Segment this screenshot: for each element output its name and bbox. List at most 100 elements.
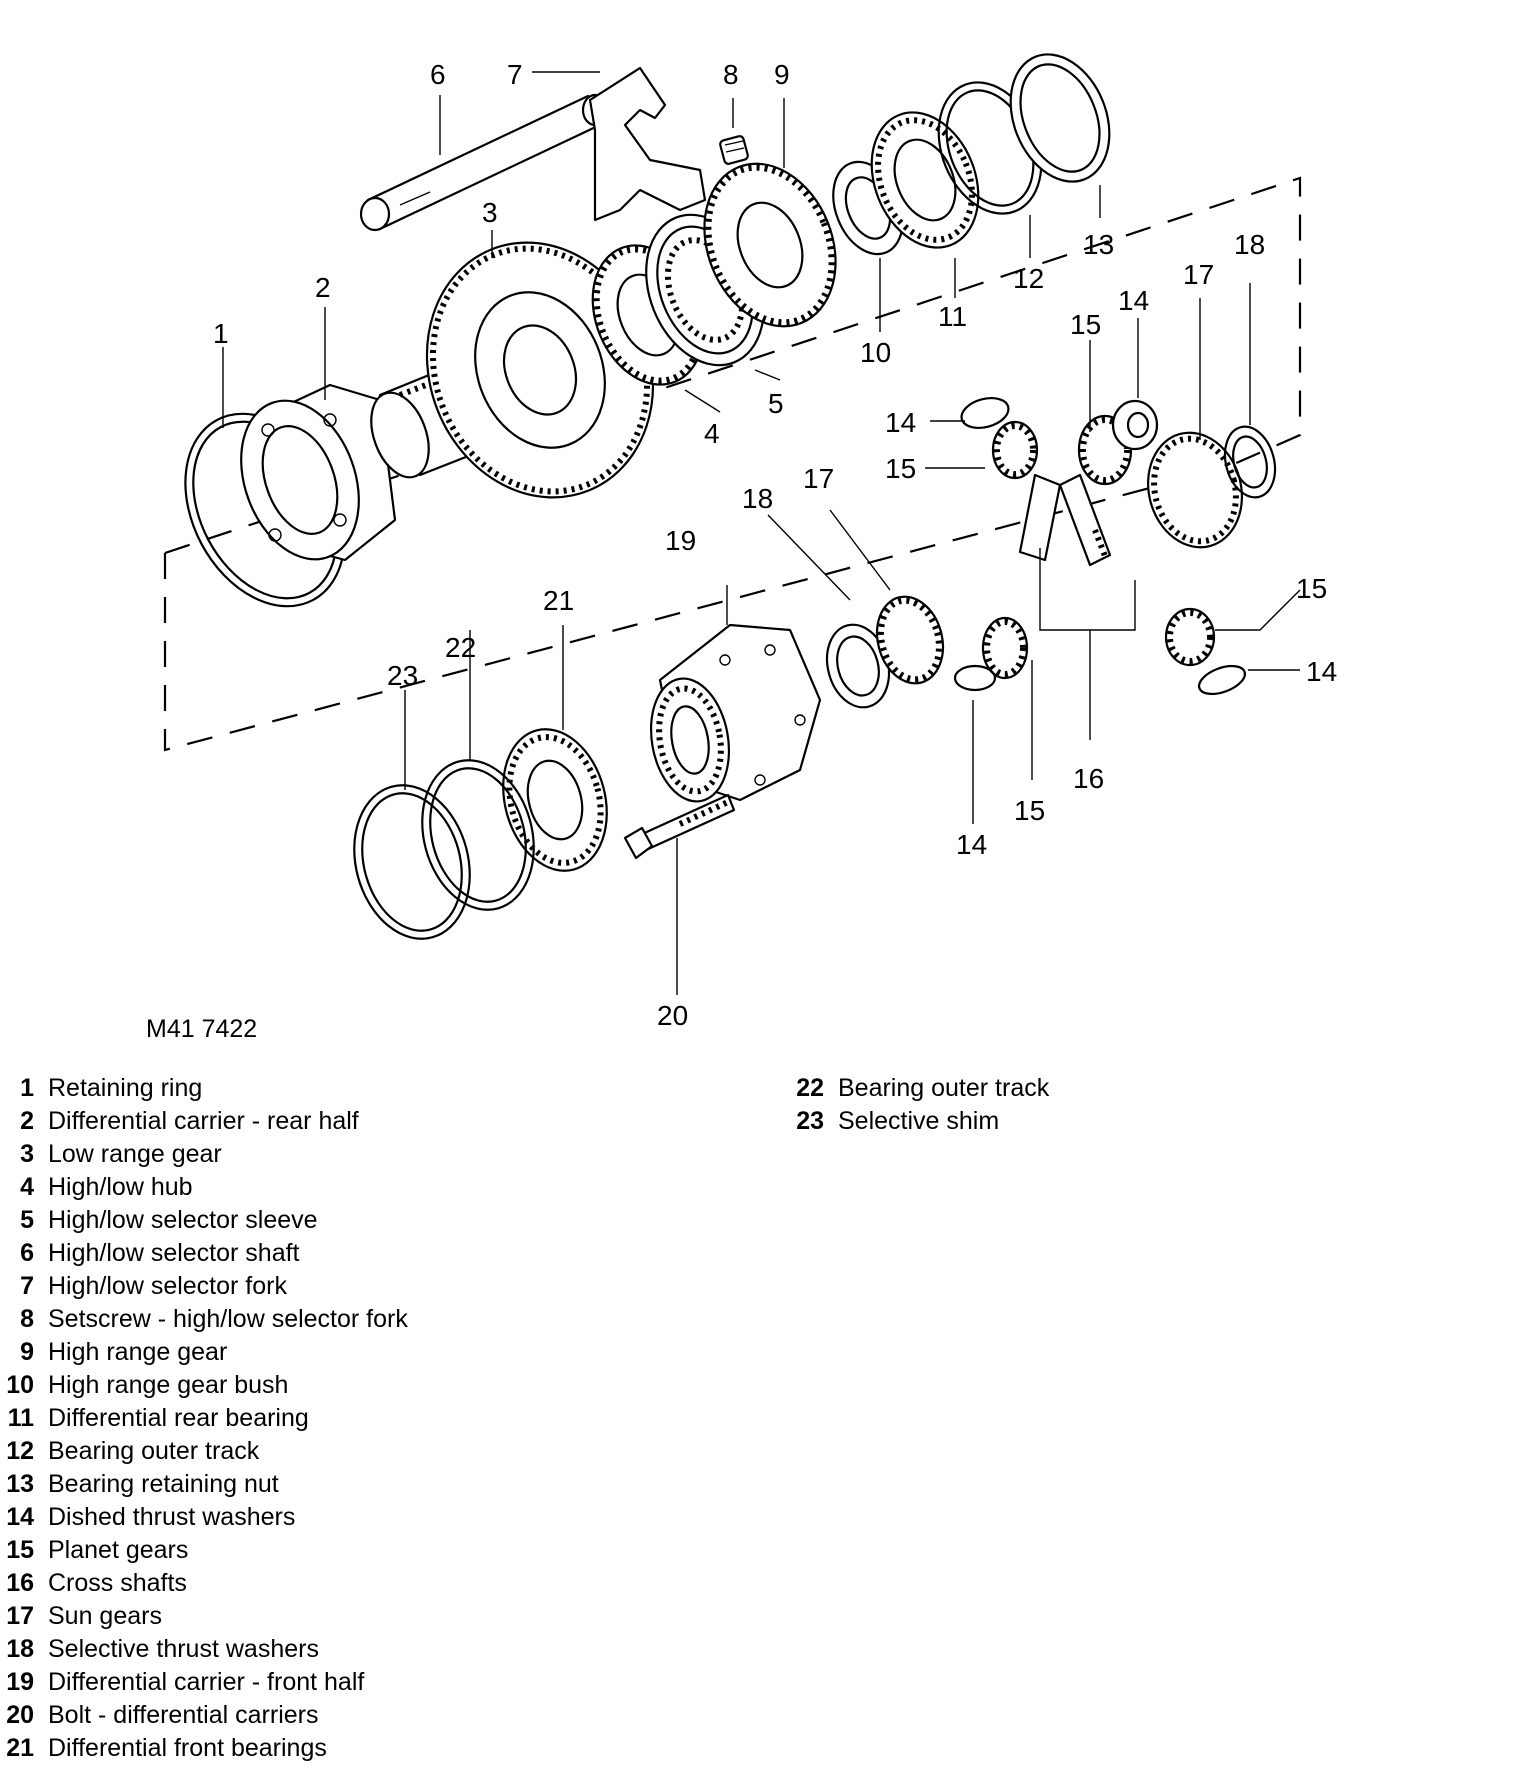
legend-item: 9 High range gear [0, 1336, 408, 1369]
legend-item: 17 Sun gears [0, 1600, 408, 1633]
leader-lines [222, 71, 1301, 995]
callout-7: 7 [507, 59, 523, 90]
callout-8: 8 [723, 59, 739, 90]
legend-label: Differential carrier - front half [48, 1668, 365, 1696]
legend-label: Bearing outer track [838, 1074, 1050, 1102]
legend-item: 11 Differential rear bearing [0, 1402, 408, 1435]
callout-10: 10 [860, 337, 891, 368]
legend-label: Sun gears [48, 1602, 162, 1630]
callout-17-a: 17 [1183, 259, 1214, 290]
callout-18-a: 18 [1234, 229, 1265, 260]
legend-label: Differential front bearings [48, 1734, 327, 1762]
legend-label: Retaining ring [48, 1074, 203, 1102]
callout-18-b: 18 [742, 483, 773, 514]
legend-number: 3 [20, 1140, 34, 1168]
legend-item: 16 Cross shafts [0, 1567, 408, 1600]
legend-number: 12 [6, 1437, 34, 1465]
callout-16: 16 [1073, 763, 1104, 794]
legend-item: 12 Bearing outer track [0, 1435, 408, 1468]
legend-number: 10 [6, 1371, 34, 1399]
part-13-retaining-nut [1009, 53, 1111, 183]
legend-number: 18 [6, 1635, 34, 1663]
legend-number: 6 [20, 1239, 34, 1267]
callout-4: 4 [704, 418, 720, 449]
legend-item: 21 Differential front bearings [0, 1732, 408, 1765]
legend-label: High range gear bush [48, 1371, 289, 1399]
legend-item: 23 Selective shim [790, 1105, 1049, 1138]
callout-15-a: 15 [885, 453, 916, 484]
legend-item: 8 Setscrew - high/low selector fork [0, 1303, 408, 1336]
legend-label: Selective thrust washers [48, 1635, 319, 1663]
legend-number: 9 [20, 1338, 34, 1366]
legend-number: 8 [20, 1305, 34, 1333]
legend-label: Bearing outer track [48, 1437, 260, 1465]
legend-item: 3 Low range gear [0, 1138, 408, 1171]
callout-15-b: 15 [1070, 309, 1101, 340]
callout-13: 13 [1083, 229, 1114, 260]
legend-label: High range gear [48, 1338, 228, 1366]
legend-number: 21 [6, 1734, 34, 1762]
legend-number: 17 [6, 1602, 34, 1630]
legend-number: 15 [6, 1536, 34, 1564]
callout-22: 22 [445, 632, 476, 663]
exploded-parts-diagram: 1 2 3 4 5 6 7 8 9 10 11 12 13 14 14 14 1… [163, 53, 1337, 1031]
legend-label: Selective shim [838, 1107, 1000, 1135]
callout-14-a: 14 [885, 407, 916, 438]
legend-label: Bolt - differential carriers [48, 1701, 319, 1729]
callout-6: 6 [430, 59, 446, 90]
legend-item: 22 Bearing outer track [790, 1072, 1049, 1105]
callout-11: 11 [938, 301, 967, 332]
assembly-boundary [163, 176, 1302, 752]
legend-label: Differential rear bearing [48, 1404, 309, 1432]
callout-15-c: 15 [1296, 573, 1327, 604]
legend-number: 2 [20, 1107, 34, 1135]
part-19-carrier-front-half [649, 623, 822, 803]
callout-2: 2 [315, 272, 331, 303]
legend-number: 16 [6, 1569, 34, 1597]
legend-label: High/low hub [48, 1173, 193, 1201]
legend-column-right: 22 Bearing outer track 23 Selective shim [790, 1072, 1049, 1138]
callout-3: 3 [482, 197, 498, 228]
part-2-carrier-rear-half [240, 383, 397, 562]
legend-item: 10 High range gear bush [0, 1369, 408, 1402]
legend-item: 4 High/low hub [0, 1171, 408, 1204]
legend-label: Low range gear [48, 1140, 222, 1168]
callout-1: 1 [213, 318, 229, 349]
legend-label: High/low selector shaft [48, 1239, 300, 1267]
callout-5: 5 [768, 388, 784, 419]
part-22-outer-track [421, 759, 535, 911]
callout-21: 21 [543, 585, 574, 616]
legend-number: 22 [796, 1074, 824, 1102]
legend-item: 18 Selective thrust washers [0, 1633, 408, 1666]
legend-label: Setscrew - high/low selector fork [48, 1305, 408, 1333]
legend-label: Bearing retaining nut [48, 1470, 279, 1498]
part-8-setscrew [719, 135, 749, 165]
part-16-cross-shafts [1018, 473, 1112, 567]
legend-label: High/low selector fork [48, 1272, 287, 1300]
callout-17-b: 17 [803, 463, 834, 494]
legend-item: 2 Differential carrier - rear half [0, 1105, 408, 1138]
part-9-high-range-gear [703, 162, 837, 328]
legend-label: Cross shafts [48, 1569, 187, 1597]
callout-9: 9 [774, 59, 790, 90]
legend-number: 5 [20, 1206, 34, 1234]
callout-12: 12 [1013, 263, 1044, 294]
callout-23: 23 [387, 660, 418, 691]
legend-number: 11 [7, 1404, 34, 1432]
callout-19: 19 [665, 525, 696, 556]
diff-internals-lower [825, 595, 1247, 709]
legend-number: 4 [20, 1173, 34, 1201]
legend-item: 1 Retaining ring [0, 1072, 408, 1105]
legend-number: 1 [20, 1074, 34, 1102]
diff-internals-upper [960, 397, 1277, 549]
legend-number: 23 [796, 1107, 824, 1135]
legend-label: Differential carrier - rear half [48, 1107, 359, 1135]
callout-20: 20 [657, 1000, 688, 1031]
part-11-rear-bearing [870, 111, 980, 249]
